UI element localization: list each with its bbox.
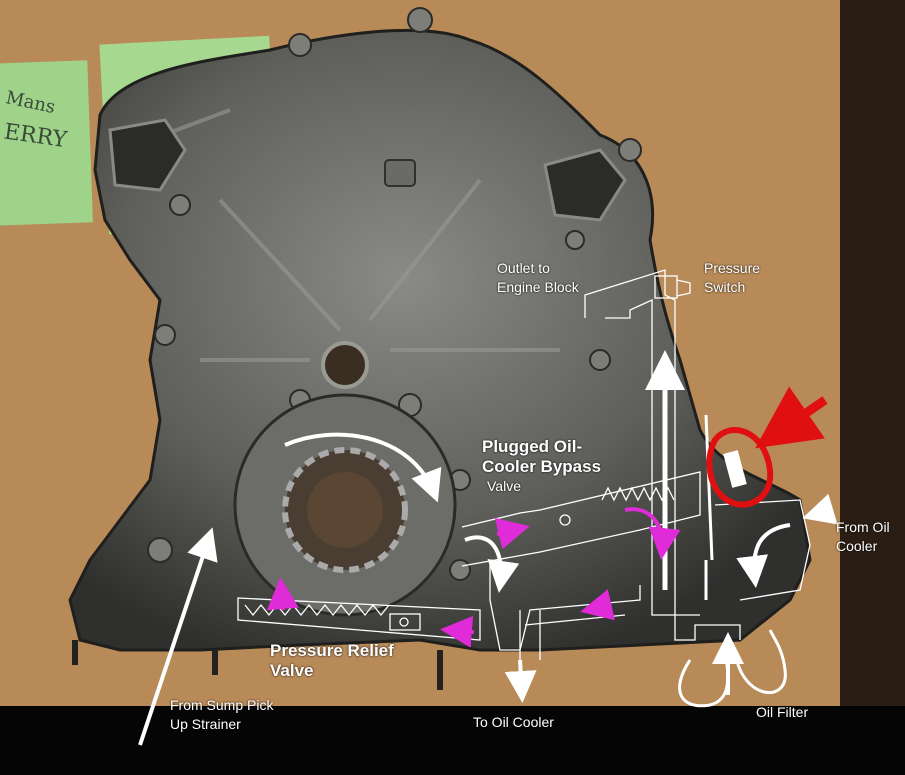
flow-arrow-to-cooler bbox=[504, 659, 537, 703]
label-bypass-line1: Plugged Oil- bbox=[482, 437, 583, 456]
pressure-switch-body bbox=[654, 275, 678, 299]
bolt-boss bbox=[565, 230, 585, 250]
relief-valve-bore bbox=[237, 597, 481, 641]
label-outlet-line2: Engine Block bbox=[497, 279, 579, 295]
relief-spring bbox=[244, 603, 390, 617]
flow-arrow-bypass-in bbox=[494, 518, 530, 550]
casting-rib bbox=[218, 198, 342, 332]
highlight-arrow bbox=[755, 386, 828, 449]
bypass-valve-bore bbox=[461, 471, 701, 567]
flow-arrow-sump bbox=[138, 527, 218, 746]
bolt-boss bbox=[407, 7, 433, 33]
desk-right-dark bbox=[840, 0, 905, 706]
label-bypass-valve: Plugged Oil- Cooler Bypass Valve bbox=[482, 437, 601, 496]
label-from-cooler-line2: Cooler bbox=[836, 538, 878, 554]
flow-arrow-cooler-left bbox=[580, 589, 615, 621]
casting-rib bbox=[368, 178, 482, 322]
outlet-passage bbox=[584, 269, 741, 641]
port-right bbox=[543, 148, 627, 222]
oil-filter-loop-right bbox=[733, 629, 787, 695]
relief-plunger bbox=[389, 613, 421, 631]
flow-arrow-relief-left bbox=[440, 615, 475, 648]
bolt-boss bbox=[288, 33, 312, 57]
bypass-valve-ball bbox=[559, 514, 571, 526]
flow-arrow-filter-up bbox=[704, 414, 714, 600]
flow-arrow-relief-up bbox=[266, 577, 299, 611]
label-sump-line1: From Sump Pick bbox=[170, 697, 274, 713]
flow-arrow-bypass-turn bbox=[624, 507, 681, 560]
label-to-oil-cooler: To Oil Cooler bbox=[473, 713, 554, 732]
oil-pump-bore bbox=[307, 472, 383, 548]
label-outlet-engine-block: Outlet to Engine Block bbox=[497, 259, 579, 297]
label-oil-filter-text: Oil Filter bbox=[756, 704, 809, 720]
flow-arrow-pump-arc bbox=[284, 432, 442, 503]
label-pressure-switch-line2: Switch bbox=[704, 279, 746, 295]
relief-plunger-hole bbox=[399, 617, 409, 627]
pressure-switch-tip bbox=[676, 279, 691, 297]
label-from-sump: From Sump Pick Up Strainer bbox=[170, 696, 273, 734]
label-bypass-line2: Cooler Bypass bbox=[482, 457, 602, 476]
bolt-boss bbox=[147, 537, 173, 563]
label-pressure-switch: Pressure Switch bbox=[704, 259, 760, 297]
bypass-spring bbox=[601, 486, 675, 502]
highlight-plug bbox=[723, 450, 747, 488]
logo-badge bbox=[384, 159, 416, 187]
label-oil-filter: Oil Filter bbox=[756, 703, 808, 722]
highlight-circle bbox=[706, 427, 774, 508]
from-cooler-passage bbox=[714, 499, 811, 601]
outlet-passage-inner bbox=[605, 298, 700, 616]
flow-arrow-cooler-turn bbox=[464, 535, 520, 593]
flow-arrows-magenta bbox=[266, 507, 681, 648]
bolt-boss bbox=[169, 194, 191, 216]
bolt-boss bbox=[154, 324, 176, 346]
flow-arrow-cooler-down bbox=[736, 523, 791, 588]
label-bypass-line3: Valve bbox=[487, 478, 521, 494]
label-from-cooler-line1: From Oil bbox=[836, 519, 890, 535]
bolt-boss bbox=[618, 138, 642, 162]
flow-arrow-from-cooler bbox=[802, 493, 838, 525]
label-relief-line2: Valve bbox=[270, 661, 314, 680]
shaft-hole bbox=[321, 341, 369, 389]
label-pressure-relief-valve: Pressure Relief Valve bbox=[270, 641, 394, 681]
label-relief-line1: Pressure Relief bbox=[270, 641, 394, 660]
port-left bbox=[108, 118, 187, 192]
sticky-note-left bbox=[0, 60, 93, 226]
label-pressure-switch-line1: Pressure bbox=[704, 260, 761, 276]
label-from-oil-cooler: From Oil Cooler bbox=[836, 518, 890, 556]
label-to-cooler-text: To Oil Cooler bbox=[473, 714, 554, 730]
bolt-boss bbox=[449, 559, 471, 581]
bolt-boss bbox=[589, 349, 611, 371]
label-sump-line2: Up Strainer bbox=[170, 716, 241, 732]
label-outlet-line1: Outlet to bbox=[497, 260, 550, 276]
red-highlight bbox=[706, 386, 828, 508]
